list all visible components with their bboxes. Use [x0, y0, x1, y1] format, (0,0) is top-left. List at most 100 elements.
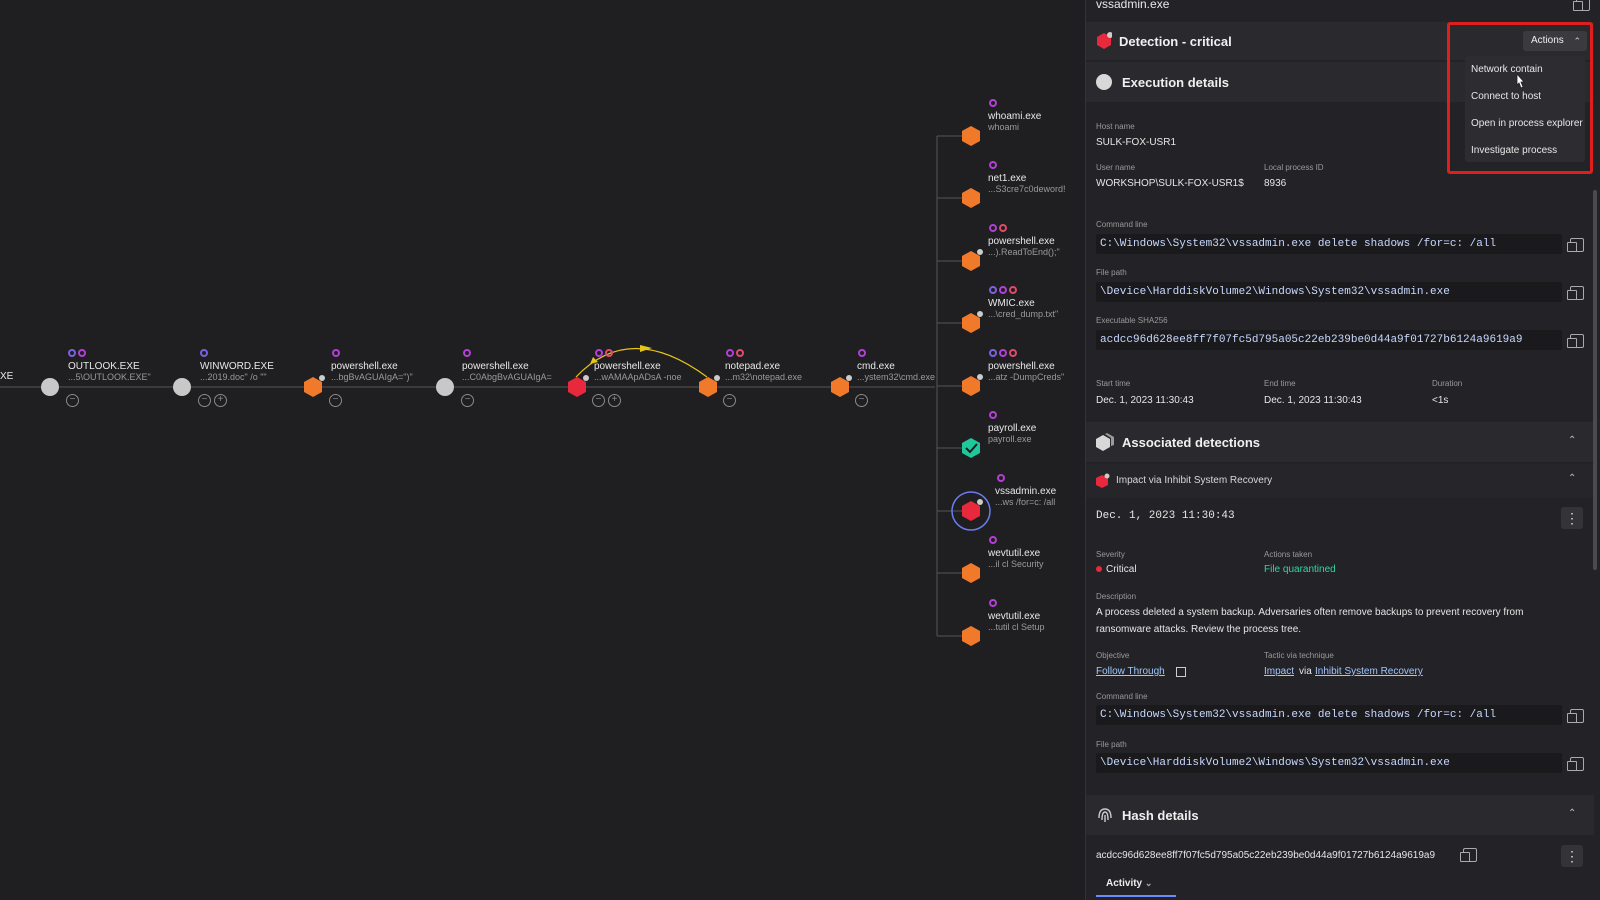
activity-tab[interactable]: Activity ⌄	[1106, 878, 1152, 889]
cmd-label: cmd.exe...ystem32\cmd.exe	[857, 361, 936, 382]
winword-node[interactable]	[173, 378, 191, 396]
command-line-value-2[interactable]: C:\Windows\System32\vssadmin.exe delete …	[1096, 705, 1562, 725]
copy-icon[interactable]	[1567, 334, 1584, 348]
copy-icon[interactable]	[1567, 757, 1584, 771]
process-tree-lines	[0, 135, 962, 637]
collapse-icon[interactable]: −	[329, 394, 342, 407]
detections-stack-icon	[1096, 433, 1114, 451]
copy-icon[interactable]	[1567, 286, 1584, 300]
panel-scrollbar[interactable]	[1593, 190, 1597, 570]
impact-title: Impact via Inhibit System Recovery	[1116, 475, 1273, 486]
end-time-label: End time	[1264, 379, 1296, 388]
file-path-value[interactable]: \Device\HarddiskVolume2\Windows\System32…	[1096, 282, 1562, 302]
technique-link[interactable]: Inhibit System Recovery	[1315, 666, 1423, 677]
hash-details-title: Hash details	[1122, 808, 1199, 823]
powershell-node-3[interactable]	[568, 377, 586, 397]
whoami-node[interactable]	[962, 126, 980, 146]
net1-detection-dots	[989, 161, 997, 169]
process-tree-graph[interactable]: XE OUTLOOK.EXE...5\OUTLOOK.EXE" − WINWOR…	[0, 0, 1085, 900]
outlook-node[interactable]	[41, 378, 59, 396]
critical-detection-icon	[1097, 32, 1112, 49]
severity-value: Critical	[1106, 564, 1137, 575]
whoami-detection-dots	[989, 99, 997, 107]
wevtutil-node-2[interactable]	[962, 626, 980, 646]
net1-node[interactable]	[962, 188, 980, 208]
command-line-label: Command line	[1096, 220, 1148, 229]
associated-detections-title: Associated detections	[1122, 435, 1260, 450]
chevron-up-icon[interactable]: ⌃	[1568, 473, 1577, 484]
pid-value: 8936	[1264, 178, 1287, 189]
notepad-detection-dots	[726, 349, 744, 357]
collapse-icon[interactable]: −	[461, 394, 474, 407]
detection-title: Detection - critical	[1119, 34, 1232, 49]
menu-item-investigate-process[interactable]: Investigate process	[1471, 145, 1558, 156]
chevron-up-icon: ⌃	[1573, 36, 1581, 46]
powershell2-label: powershell.exe...C0AbgBvAGUAIgA=	[462, 361, 552, 382]
chevron-up-icon[interactable]: ⌃	[1568, 808, 1577, 819]
file-path-value-2[interactable]: \Device\HarddiskVolume2\Windows\System32…	[1096, 753, 1562, 773]
menu-item-open-process-explorer[interactable]: Open in process explorer	[1471, 118, 1583, 129]
more-options-icon[interactable]: ⋮	[1561, 845, 1583, 867]
actions-taken-label: Actions taken	[1264, 550, 1313, 559]
actions-dropdown-menu: Network contain Connect to host Open in …	[1465, 56, 1585, 162]
powershell-node-2[interactable]	[436, 378, 454, 396]
payroll-node[interactable]	[962, 438, 980, 458]
chevron-up-icon[interactable]: ⌃	[1568, 435, 1577, 446]
critical-detection-icon	[1096, 473, 1110, 488]
collapse-icon[interactable]: −	[592, 394, 605, 407]
actions-button[interactable]: Actions ⌃	[1523, 31, 1587, 51]
copy-icon[interactable]	[1567, 709, 1584, 723]
menu-item-network-contain[interactable]: Network contain	[1471, 64, 1543, 75]
process-icon	[1096, 74, 1112, 90]
powershell-child-node-1[interactable]	[962, 251, 980, 271]
vssadmin-node[interactable]	[962, 501, 980, 521]
chain-label-0: XE	[0, 371, 14, 382]
powershell-node-1[interactable]	[304, 377, 322, 397]
collapse-icon[interactable]: −	[198, 394, 211, 407]
file-path-label-2: File path	[1096, 740, 1127, 749]
powershell1-label: powershell.exe...bgBvAGUAIgA=")"	[331, 361, 413, 382]
tactic-link[interactable]: Impact	[1264, 666, 1295, 677]
detection-header: Detection - critical	[1086, 22, 1594, 60]
powershell-child1-dots	[989, 224, 1007, 232]
wevtutil2-label: wevtutil.exe...tutil cl Setup	[988, 611, 1045, 632]
severity-label: Severity	[1096, 550, 1125, 559]
sha256-value[interactable]: acdcc96d628ee8ff7f07fc5d795a05c22eb239be…	[1096, 330, 1562, 350]
external-link-icon[interactable]	[1176, 667, 1186, 677]
expand-icon[interactable]: +	[608, 394, 621, 407]
wmic-node[interactable]	[962, 313, 980, 333]
process-nodes	[41, 126, 991, 646]
collapse-icon[interactable]: −	[66, 394, 79, 407]
copy-icon[interactable]	[1567, 238, 1584, 252]
winword-detection-dots	[200, 349, 208, 357]
command-line-value[interactable]: C:\Windows\System32\vssadmin.exe delete …	[1096, 234, 1562, 254]
collapse-icon[interactable]: −	[723, 394, 736, 407]
collapse-icon[interactable]: −	[855, 394, 868, 407]
powershell-child1-label: powershell.exe...).ReadToEnd();"	[988, 236, 1060, 257]
powershell-child-node-2[interactable]	[962, 376, 980, 396]
user-name-label: User name	[1096, 163, 1136, 172]
fingerprint-icon	[1098, 808, 1112, 822]
selected-node-ring	[951, 491, 991, 531]
chevron-down-icon: ⌄	[1144, 878, 1153, 888]
objective-link[interactable]: Follow Through	[1096, 666, 1165, 677]
host-name-value: SULK-FOX-USR1	[1096, 137, 1177, 148]
duration-label: Duration	[1432, 379, 1463, 388]
associated-detections-header[interactable]: Associated detections ⌃	[1086, 422, 1594, 462]
notepad-node[interactable]	[699, 377, 717, 397]
menu-item-connect-to-host[interactable]: Connect to host	[1471, 91, 1542, 102]
wevtutil-node-1[interactable]	[962, 563, 980, 583]
impact-detection-header[interactable]: Impact via Inhibit System Recovery ⌃	[1086, 464, 1594, 498]
sha256-label: Executable SHA256	[1096, 316, 1168, 325]
cmd-node[interactable]	[831, 377, 849, 397]
more-options-icon[interactable]: ⋮	[1561, 507, 1583, 529]
winword-label: WINWORD.EXE...2019.doc" /o ""	[200, 361, 274, 382]
wmic-label: WMIC.exe...\cred_dump.txt"	[988, 298, 1059, 319]
popout-icon[interactable]	[1573, 0, 1590, 11]
expand-icon[interactable]: +	[214, 394, 227, 407]
copy-icon[interactable]	[1460, 848, 1477, 862]
actions-taken-value: File quarantined	[1264, 564, 1336, 575]
hash-details-header[interactable]: Hash details ⌃	[1086, 795, 1594, 835]
